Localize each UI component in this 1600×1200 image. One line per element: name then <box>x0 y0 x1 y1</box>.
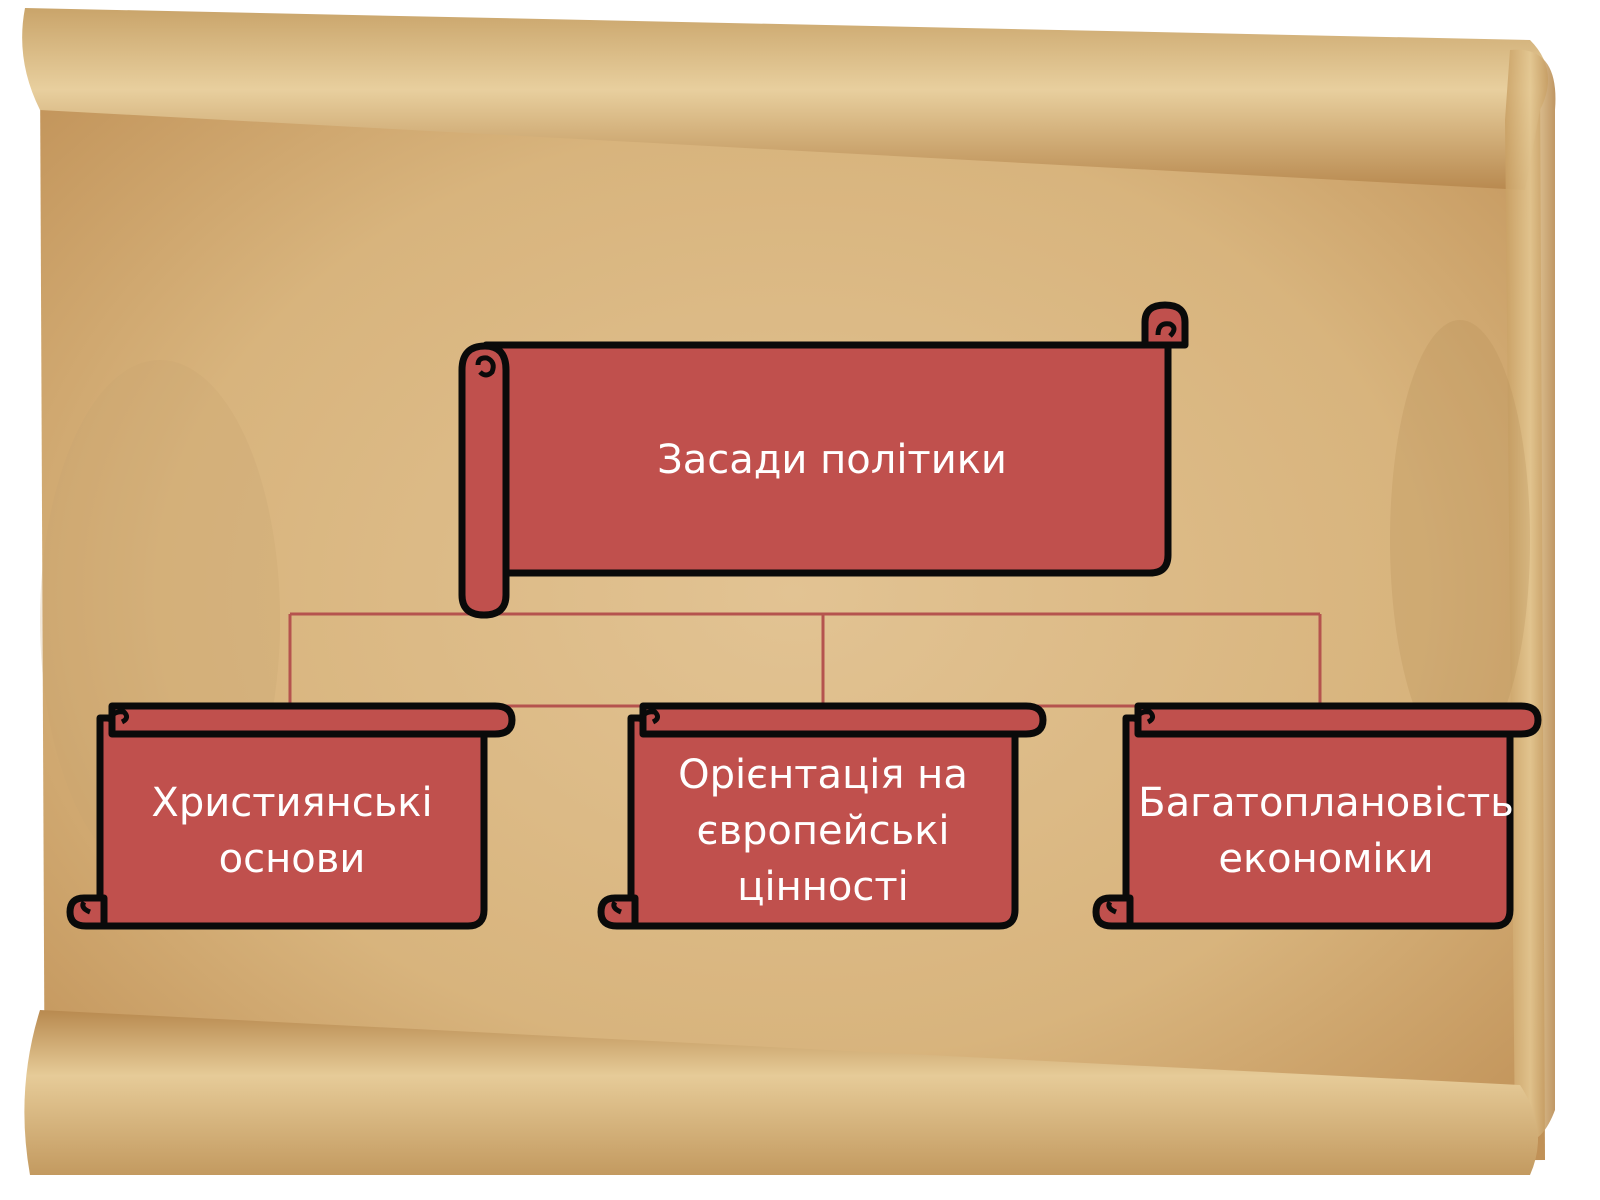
child-scroll-shape-1 <box>66 702 516 930</box>
parchment-stain <box>1390 320 1530 760</box>
parchment-top-roll <box>22 8 1549 190</box>
child-scroll-shape-2 <box>597 702 1047 930</box>
root-scroll-shape <box>458 301 1189 619</box>
child-node-label-3: Багатоплановість економіки <box>1126 736 1526 926</box>
child-node-2-line-2: європейські <box>696 808 950 854</box>
child-node-label-1: Християнські основи <box>100 736 484 926</box>
child-scroll-shape-3 <box>1092 702 1542 930</box>
parchment-bottom-roll <box>24 1010 1538 1175</box>
child-node-3-line-2: економіки <box>1218 836 1434 882</box>
child-node-label-2: Орієнтація на європейські цінності <box>631 736 1015 926</box>
child-node-1-line-2: основи <box>218 836 366 882</box>
parchment-right-roll <box>1505 49 1556 1143</box>
child-node-2-line-3: цінності <box>737 864 909 910</box>
root-node-text: Засади політики <box>657 437 1007 483</box>
child-node-3-line-1: Багатоплановість <box>1138 780 1514 826</box>
root-node-label: Засади політики <box>496 400 1168 520</box>
child-node-1-line-1: Християнські <box>151 780 433 826</box>
child-node-2-line-1: Орієнтація на <box>678 752 968 798</box>
